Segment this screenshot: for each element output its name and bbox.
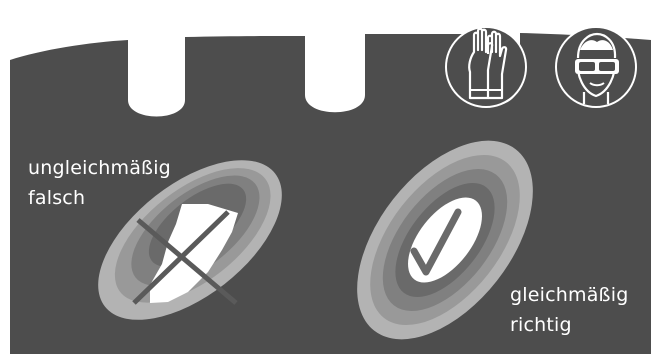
right-label-line1: gleichmäßig [510,280,628,310]
right-label: gleichmäßig richtig [510,280,628,340]
right-label-line2: richtig [510,310,628,340]
wrong-label: ungleichmäßig falsch [28,153,171,213]
gloves-icon [446,27,526,107]
wrong-label-line2: falsch [28,183,171,213]
safety-goggles-icon [556,27,636,107]
wrong-label-line1: ungleichmäßig [28,153,171,183]
